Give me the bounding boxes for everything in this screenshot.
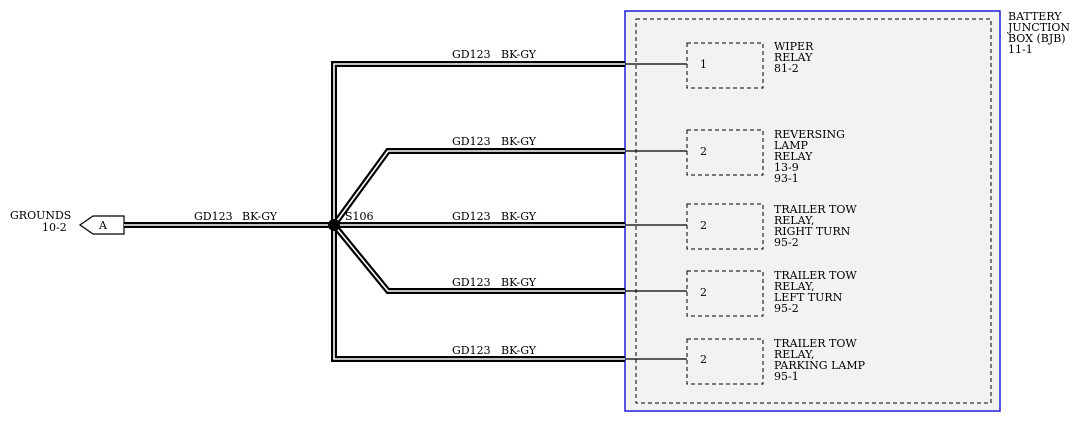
relay-label-line: RELAY: [774, 51, 813, 64]
relay-label-line: RELAY,: [774, 280, 814, 293]
wire-circuit-label: GD123: [452, 48, 491, 61]
relay-reversing-lamp: 2 REVERSING LAMP RELAY 13-9 93-1: [686, 128, 848, 185]
relay-label: TRAILER TOW RELAY, PARKING LAMP 95-1: [774, 337, 869, 383]
wire-core: [333, 224, 625, 292]
relay-label: TRAILER TOW RELAY, LEFT TURN 95-2: [774, 269, 860, 315]
splice-label: S106: [345, 210, 374, 223]
relay-box: [686, 129, 764, 176]
relay-label-line: 95-2: [774, 302, 799, 315]
relay-label-line: 81-2: [774, 62, 799, 75]
junction-box-label-line: BATTERY: [1008, 10, 1062, 23]
junction-box-label: BATTERY JUNCTION BOX (BJB) 11-1: [1007, 10, 1074, 56]
junction-box-inner-dashed: [635, 18, 992, 404]
relay-pin: 1: [700, 58, 707, 71]
wire-circuit-label: GD123: [452, 276, 491, 289]
wire-core: [333, 225, 625, 360]
relay-trailer-tow-right-turn: 2 TRAILER TOW RELAY, RIGHT TURN 95-2: [686, 203, 860, 250]
junction-box-label-line: 11-1: [1008, 43, 1033, 56]
relay-label-line: PARKING LAMP: [774, 359, 866, 372]
relay-label-line: RELAY,: [774, 214, 814, 227]
splice-dot: [328, 219, 340, 231]
relay-box: [686, 42, 764, 89]
wire-core: [333, 150, 625, 226]
relay-trailer-tow-parking-lamp: 2 TRAILER TOW RELAY, PARKING LAMP 95-1: [686, 337, 869, 385]
wire-circuit-label: GD123: [452, 210, 491, 223]
ground-connector: GROUNDS 10-2 A: [10, 209, 125, 235]
relay-label-line: RELAY: [774, 150, 813, 163]
relay-leads: [625, 63, 687, 360]
relay-pin: 2: [700, 145, 707, 158]
relay-box: [686, 270, 764, 317]
junction-box-label-line: BOX (BJB): [1008, 32, 1066, 45]
wire-harness: [124, 61, 625, 362]
wire-color-label: BK-GY: [501, 344, 537, 357]
relay-trailer-tow-left-turn: 2 TRAILER TOW RELAY, LEFT TURN 95-2: [686, 269, 860, 317]
relay-label-line: TRAILER TOW: [774, 269, 857, 282]
relay-label-line: TRAILER TOW: [774, 337, 857, 350]
wire-color-label: BK-GY: [501, 210, 537, 223]
relay-label-line: WIPER: [774, 40, 814, 53]
relay-label-line: TRAILER TOW: [774, 203, 857, 216]
relay-label-line: 13-9: [774, 161, 799, 174]
wire-color-label: BK-GY: [501, 135, 537, 148]
relay-label: TRAILER TOW RELAY, RIGHT TURN 95-2: [774, 203, 860, 249]
connector-a-label: A: [98, 219, 108, 232]
wire-circuit-label: GD123: [452, 135, 491, 148]
wire-core: [333, 63, 625, 225]
wire-color-label: BK-GY: [501, 48, 537, 61]
relay-label: WIPER RELAY 81-2: [774, 40, 817, 75]
relay-label-line: LEFT TURN: [774, 291, 843, 304]
relay-pin: 2: [700, 353, 707, 366]
ground-label-line: GROUNDS: [10, 209, 71, 222]
relay-box: [686, 203, 764, 250]
relay-pin: 2: [700, 219, 707, 232]
relay-label-line: RIGHT TURN: [774, 225, 851, 238]
ground-label: GROUNDS 10-2: [10, 209, 75, 234]
relay-label-line: 95-1: [774, 370, 799, 383]
relay-label-line: REVERSING: [774, 128, 845, 141]
junction-box-label-line: JUNCTION: [1007, 21, 1070, 34]
wire-labels: GD123 BK-GY GD123 BK-GY GD123 BK-GY GD12…: [194, 48, 537, 357]
relay-pin: 2: [700, 286, 707, 299]
wire-color-label: BK-GY: [242, 210, 278, 223]
relay-label-line: 95-2: [774, 236, 799, 249]
wire-circuit-label: GD123: [194, 210, 233, 223]
relay-box: [686, 338, 764, 385]
relay-label-line: RELAY,: [774, 348, 814, 361]
relay-label-line: 93-1: [774, 172, 799, 185]
ground-label-line: 10-2: [42, 221, 67, 234]
relay-label-line: LAMP: [774, 139, 809, 152]
wire-color-label: BK-GY: [501, 276, 537, 289]
splice: S106: [328, 210, 374, 231]
relay-wiper: 1 WIPER RELAY 81-2: [686, 40, 817, 89]
wire-circuit-label: GD123: [452, 344, 491, 357]
relay-label: REVERSING LAMP RELAY 13-9 93-1: [774, 128, 848, 185]
